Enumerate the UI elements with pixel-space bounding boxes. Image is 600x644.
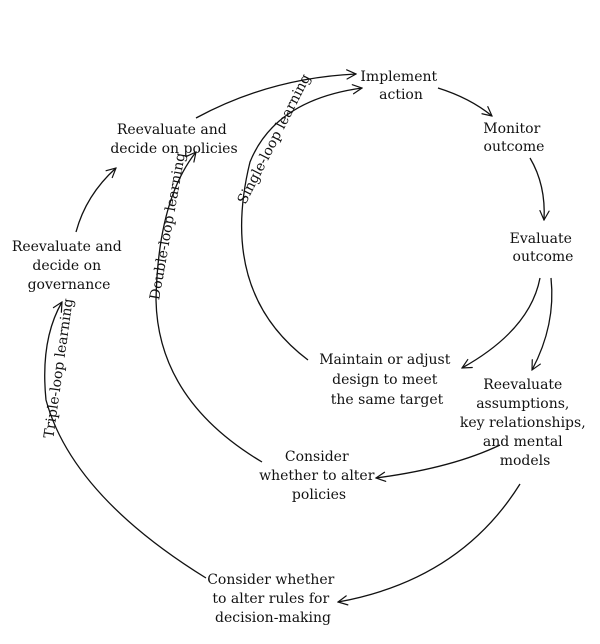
edge-assumptions-to-rules (338, 483, 521, 602)
node-line: Reevaluate and (117, 122, 227, 138)
edge-assumptions-to-policies (376, 444, 501, 478)
node-line: Implement (360, 69, 437, 85)
node-line: action (379, 87, 423, 103)
node-line: decide on (32, 258, 101, 274)
edges (44, 74, 553, 602)
triple-loop-arc (44, 302, 207, 579)
triple-loop-label: Triple-loop learning (41, 297, 76, 439)
node-line: outcome (484, 139, 545, 155)
node-reevaluate-assumptions: Reevaluate assumptions, key relationship… (460, 377, 590, 469)
node-line: Monitor (483, 121, 540, 137)
node-reevaluate-governance: Reevaluate and decide on governance (12, 239, 126, 293)
double-loop-label: Double-loop learning (147, 151, 189, 301)
node-consider-policies: Consider whether to alter policies (259, 449, 379, 503)
node-maintain-or-adjust: Maintain or adjust design to meet the sa… (319, 352, 455, 408)
node-monitor-outcome: Monitor outcome (483, 121, 544, 155)
node-line: decision-making (215, 610, 331, 626)
node-line: and mental (483, 434, 563, 450)
node-line: outcome (513, 249, 574, 265)
node-implement-action: Implement action (360, 69, 441, 103)
single-loop-label: Single-loop learning (235, 72, 314, 207)
single-loop-arc (240, 88, 362, 361)
node-line: to alter rules for (212, 591, 329, 607)
node-line: Consider (285, 449, 349, 465)
policies-to-implement-arc (195, 74, 356, 119)
edge-implement-to-monitor (437, 87, 492, 116)
node-reevaluate-policies: Reevaluate and decide on policies (110, 122, 237, 157)
node-line: Reevaluate and (12, 239, 122, 255)
edge-monitor-to-evaluate (529, 157, 544, 220)
node-consider-rules: Consider whether to alter rules for deci… (207, 572, 339, 626)
edge-evaluate-to-maintain (462, 277, 541, 368)
governance-to-policies-arc (75, 168, 116, 233)
node-line: whether to alter (259, 468, 375, 484)
node-line: models (500, 453, 551, 469)
double-loop-arc (155, 152, 263, 463)
node-line: the same target (331, 392, 444, 408)
node-line: assumptions, (476, 396, 569, 412)
node-line: Reevaluate (483, 377, 562, 393)
node-line: design to meet (332, 372, 438, 388)
node-line: Evaluate (510, 231, 572, 247)
node-line: key relationships, (460, 415, 586, 431)
node-evaluate-outcome: Evaluate outcome (510, 231, 577, 265)
edge-evaluate-to-reevaluate-assumptions (532, 277, 553, 370)
node-line: Consider whether (207, 572, 334, 588)
node-line: decide on policies (110, 141, 237, 157)
node-line: governance (28, 277, 111, 293)
node-line: policies (292, 487, 346, 503)
node-line: Maintain or adjust (319, 352, 451, 368)
